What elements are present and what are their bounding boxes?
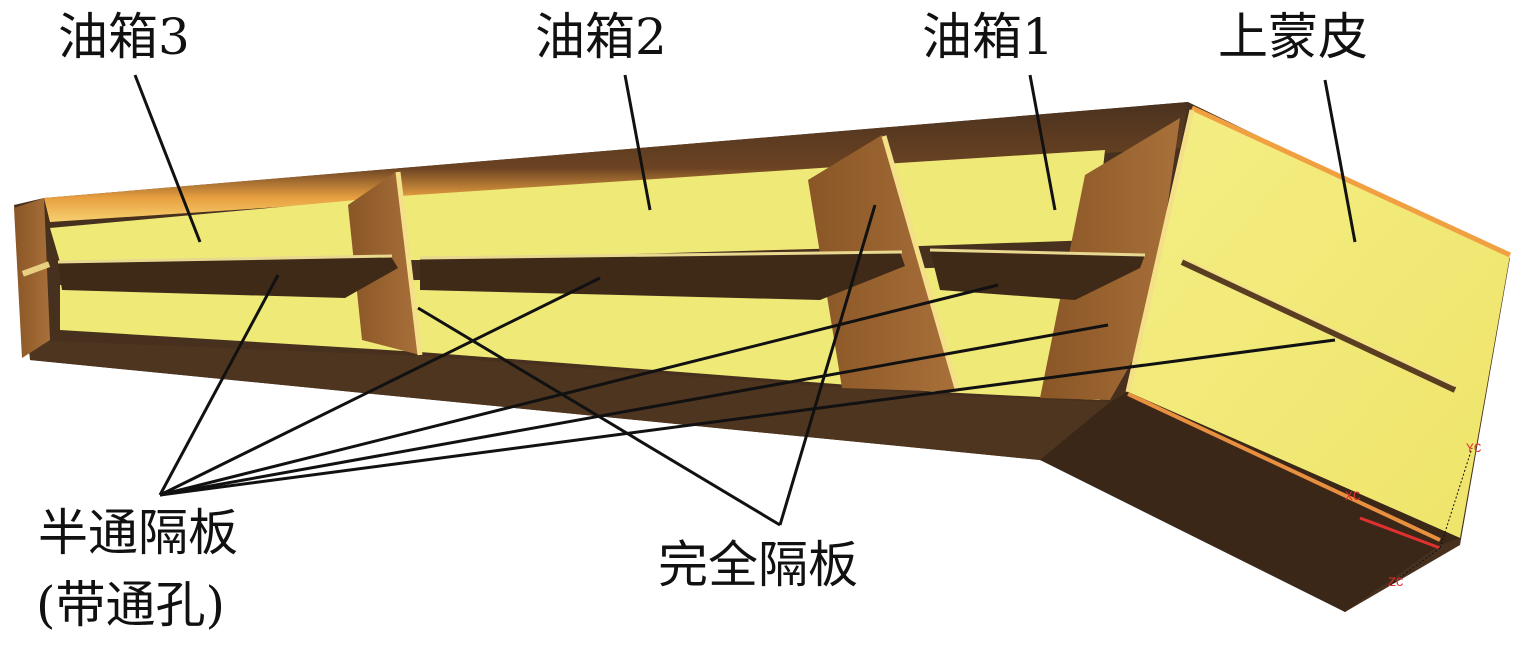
leader-half-3 <box>159 283 999 497</box>
upper-skin-stringer <box>1180 259 1457 393</box>
half-partition-shelf-2 <box>420 252 905 300</box>
label-half-partition-note: (带通孔) <box>36 576 226 634</box>
leader-full-2 <box>778 204 877 526</box>
upper-skin-top-edge <box>1190 105 1512 258</box>
upper-skin-left-edge <box>1125 109 1195 393</box>
half-partition-shelf-1-edge <box>929 248 1146 257</box>
end-rib-left <box>14 198 50 358</box>
rear-spar-top-band <box>44 102 1188 222</box>
axis-tag-zc: ZC <box>1388 575 1404 590</box>
upper-skin-stringer-highlight <box>1181 257 1456 387</box>
full-partition-rib-b-edge <box>881 135 961 393</box>
label-tank1: 油箱1 <box>922 8 1054 66</box>
leader-half-2 <box>159 276 601 497</box>
leader-half-1 <box>158 274 280 496</box>
end-rib-slot <box>21 261 51 277</box>
leader-upper-skin <box>1323 79 1357 243</box>
axis-tag-yc: YC <box>1466 441 1482 456</box>
half-partition-shelf-3 <box>58 255 398 298</box>
half-partition-shelf-2-edge <box>419 250 903 260</box>
skin-lower-highlight <box>1127 392 1441 542</box>
axis-y-line <box>1439 447 1473 549</box>
leader-tank2 <box>623 74 652 211</box>
axis-x-line <box>1359 516 1441 550</box>
label-tank2: 油箱2 <box>535 8 667 66</box>
label-upper-skin: 上蒙皮 <box>1218 8 1368 66</box>
leader-full-1 <box>417 306 781 527</box>
leader-tank1 <box>1028 74 1057 211</box>
label-tank3: 油箱3 <box>58 8 190 66</box>
full-partition-rib-a-edge <box>395 171 423 356</box>
leader-half-5 <box>159 338 1336 497</box>
skin-lower-wedge <box>1040 392 1460 612</box>
half-partition-shelf-3-edge <box>57 254 393 264</box>
leader-half-4 <box>159 323 1109 497</box>
label-full-partition: 完全隔板 <box>658 536 858 594</box>
leader-tank3 <box>133 74 202 243</box>
label-half-partition: 半通隔板 <box>38 504 238 562</box>
axis-tag-xc: XC <box>1345 489 1361 504</box>
